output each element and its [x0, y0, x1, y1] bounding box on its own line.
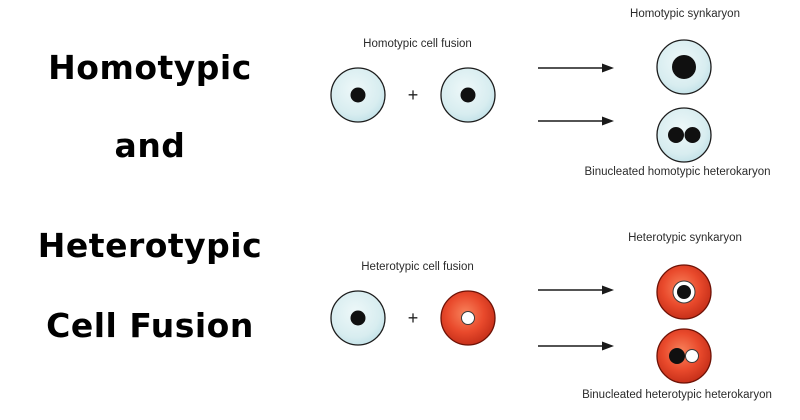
cell-nucleus-right — [684, 127, 701, 143]
arrow-right-icon — [538, 341, 614, 351]
cell-nucleus — [677, 285, 691, 299]
homotypic-input-cell-b — [440, 67, 496, 123]
arrow-head — [602, 116, 614, 126]
homotypic-fusion-label: Homotypic cell fusion — [363, 38, 472, 50]
heterotypic-plus-sign: + — [407, 308, 419, 328]
arrow-right-icon — [538, 285, 614, 295]
title-line-2: and — [114, 126, 186, 165]
title-line-1: Homotypic — [48, 48, 252, 87]
cell-nucleus-white — [461, 311, 475, 325]
homotypic-synkaryon-cell — [656, 39, 712, 95]
cell-nucleus-left — [668, 127, 684, 143]
heterotypic-synkaryon-cell — [656, 264, 712, 320]
cell-nucleus-white — [685, 349, 699, 363]
title-line-3: Heterotypic — [37, 226, 263, 265]
homotypic-plus-sign: + — [407, 85, 419, 105]
heterotypic-synkaryon-label: Heterotypic synkaryon — [628, 232, 742, 244]
binucleated-heterotypic-cell — [656, 328, 712, 384]
arrow-right-icon — [538, 116, 614, 126]
arrow-head — [602, 63, 614, 73]
title-line-4: Cell Fusion — [46, 306, 254, 345]
heterotypic-input-blue-cell — [330, 290, 386, 346]
heterotypic-fusion-label: Heterotypic cell fusion — [361, 261, 474, 273]
homotypic-input-cell-a — [330, 67, 386, 123]
heterotypic-input-red-cell — [440, 290, 496, 346]
binucleated-heterotypic-label: Binucleated heterotypic heterokaryon — [582, 389, 772, 401]
cell-nucleus-large — [672, 55, 696, 79]
cell-nucleus — [350, 87, 366, 103]
homotypic-synkaryon-label: Homotypic synkaryon — [630, 8, 740, 20]
arrow-right-icon — [538, 63, 614, 73]
cell-nucleus — [460, 87, 476, 103]
binucleated-homotypic-label: Binucleated homotypic heterokaryon — [584, 166, 771, 178]
arrow-head — [602, 285, 614, 295]
arrow-head — [602, 341, 614, 351]
cell-nucleus-black — [669, 348, 685, 364]
cell-nucleus — [350, 310, 366, 326]
binucleated-homotypic-cell — [656, 107, 712, 163]
